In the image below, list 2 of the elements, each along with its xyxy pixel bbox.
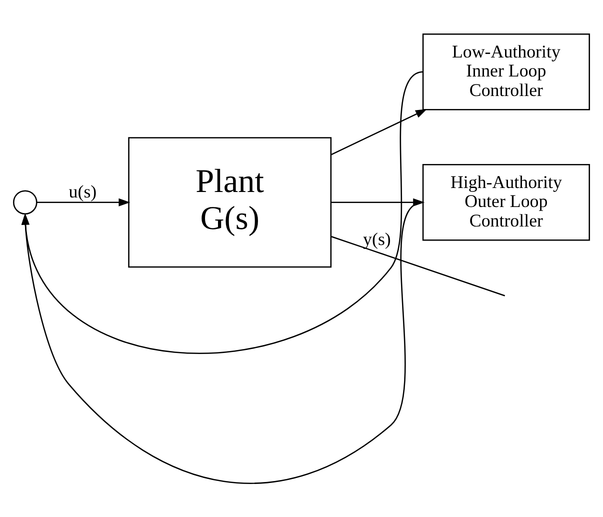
- edge-label: y(s): [363, 228, 391, 248]
- edge-label: u(s): [68, 180, 97, 201]
